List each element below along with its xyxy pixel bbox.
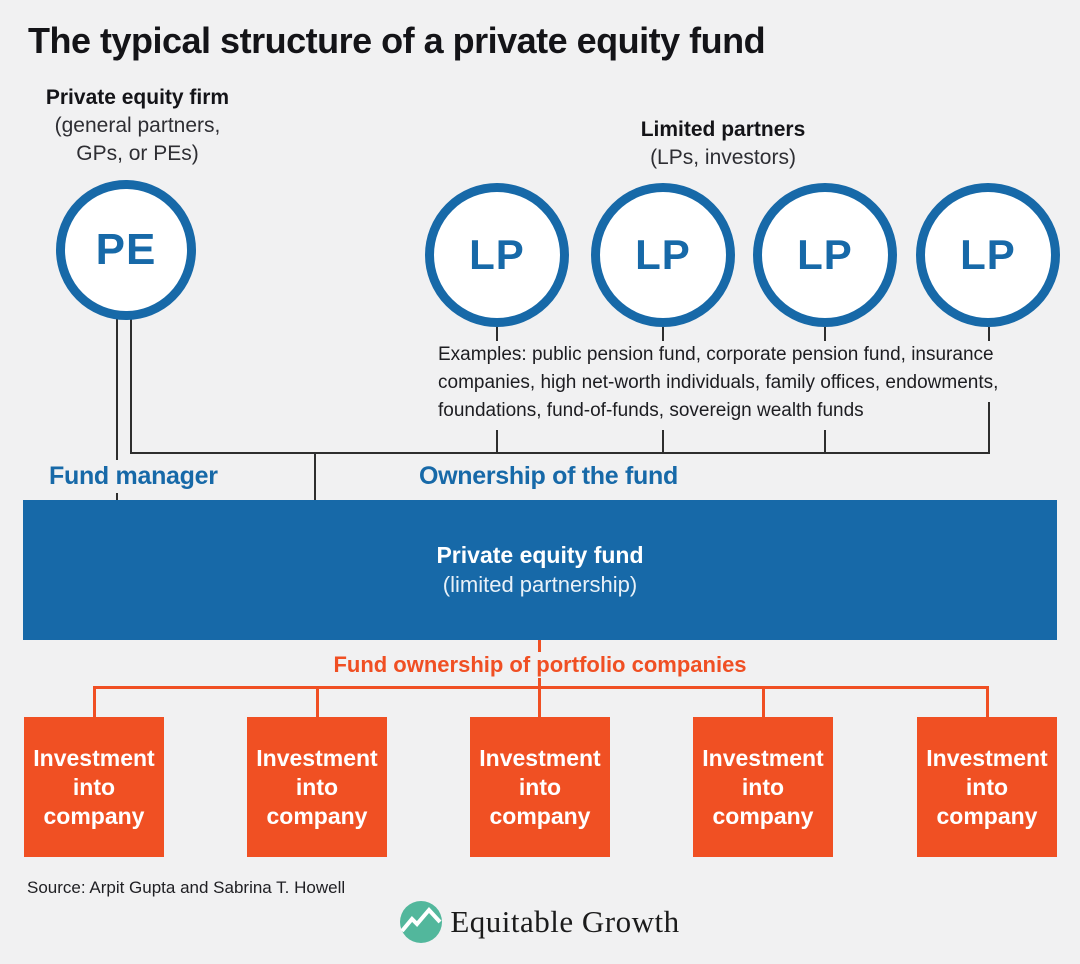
page-title: The typical structure of a private equit… xyxy=(28,20,766,61)
ownership-of-fund-label: Ownership of the fund xyxy=(414,460,683,493)
equitable-growth-logo: Equitable Growth xyxy=(0,901,1080,943)
fund-manager-label: Fund manager xyxy=(44,460,223,493)
lp-examples-line-2: companies, high net-worth individuals, f… xyxy=(438,372,999,393)
portfolio-drop-4 xyxy=(762,686,765,717)
lp-circle-1-label: LP xyxy=(469,231,525,278)
lp-circle-2-label: LP xyxy=(635,231,691,278)
fund-band-subtitle: (limited partnership) xyxy=(442,572,638,597)
portfolio-drop-5 xyxy=(986,686,989,717)
lp-circle-3-label: LP xyxy=(797,231,853,278)
investment-box-2-line-3: company xyxy=(266,802,368,829)
pe-heading: Private equity firm xyxy=(45,86,230,109)
ownership-horizontal-connector xyxy=(130,452,990,454)
lp1-stub-upper xyxy=(496,327,498,341)
private-equity-fund-band: Private equity fund (limited partnership… xyxy=(23,500,1057,640)
portfolio-drop-2 xyxy=(316,686,319,717)
lp3-stub-upper xyxy=(824,327,826,341)
pe-subheading-line-1: (general partners, xyxy=(54,114,221,137)
pe-circle-label: PE xyxy=(95,225,157,274)
portfolio-drop-1 xyxy=(93,686,96,717)
investment-box-2: Investment into company xyxy=(247,717,387,857)
pe-ownership-line xyxy=(130,318,132,452)
fund-band-title: Private equity fund xyxy=(436,542,644,568)
lp2-stub-upper xyxy=(662,327,664,341)
lp-examples-line-3: foundations, fund-of-funds, sovereign we… xyxy=(438,400,864,421)
portfolio-ownership-label: Fund ownership of portfolio companies xyxy=(325,652,755,678)
lp-circle-2: LP xyxy=(591,183,735,327)
lp1-stub-lower xyxy=(496,430,498,452)
lp-heading-block: Limited partners (LPs, investors) xyxy=(573,116,873,172)
investment-box-2-line-2: into xyxy=(295,773,339,800)
investment-box-3: Investment into company xyxy=(470,717,610,857)
investment-box-4-line-1: Investment xyxy=(702,744,824,771)
investment-box-5-line-2: into xyxy=(965,773,1009,800)
pe-fund-manager-line xyxy=(116,318,118,500)
portfolio-horizontal-connector xyxy=(94,686,989,689)
lp-circle-3: LP xyxy=(753,183,897,327)
lp4-stub-lower xyxy=(988,402,990,452)
investment-box-4-line-3: company xyxy=(712,802,814,829)
investment-box-3-line-2: into xyxy=(518,773,562,800)
pe-circle: PE xyxy=(56,180,196,320)
lp-subheading: (LPs, investors) xyxy=(650,146,796,169)
investment-box-5-line-1: Investment xyxy=(926,744,1048,771)
portfolio-drop-3 xyxy=(538,686,541,717)
investment-box-1: Investment into company xyxy=(24,717,164,857)
investment-box-3-line-1: Investment xyxy=(479,744,601,771)
lp-circle-4-label: LP xyxy=(960,231,1016,278)
lp3-stub-lower xyxy=(824,430,826,452)
investment-box-5-line-3: company xyxy=(936,802,1038,829)
line-chart-logo-icon xyxy=(400,901,443,943)
pe-heading-block: Private equity firm (general partners, G… xyxy=(20,84,255,168)
lp-circle-1: LP xyxy=(425,183,569,327)
lp-examples-line-1: Examples: public pension fund, corporate… xyxy=(438,344,994,365)
investment-box-1-line-1: Investment xyxy=(33,744,155,771)
lp-examples-text: Examples: public pension fund, corporate… xyxy=(438,341,998,425)
investment-box-1-line-3: company xyxy=(43,802,145,829)
investment-box-2-line-1: Investment xyxy=(256,744,378,771)
pe-subheading-line-2: GPs, or PEs) xyxy=(76,142,199,165)
source-text: Source: Arpit Gupta and Sabrina T. Howel… xyxy=(27,878,346,897)
investment-box-4-line-2: into xyxy=(741,773,785,800)
lp4-stub-upper xyxy=(988,327,990,341)
investment-box-4: Investment into company xyxy=(693,717,833,857)
investment-box-5: Investment into company xyxy=(917,717,1057,857)
investment-box-3-line-3: company xyxy=(489,802,591,829)
lp-circle-4: LP xyxy=(916,183,1060,327)
logo-text: Equitable Growth xyxy=(450,904,680,939)
lp2-stub-lower xyxy=(662,430,664,452)
investment-box-1-line-2: into xyxy=(72,773,116,800)
ownership-drop-line xyxy=(314,452,316,500)
lp-heading: Limited partners xyxy=(640,118,806,141)
